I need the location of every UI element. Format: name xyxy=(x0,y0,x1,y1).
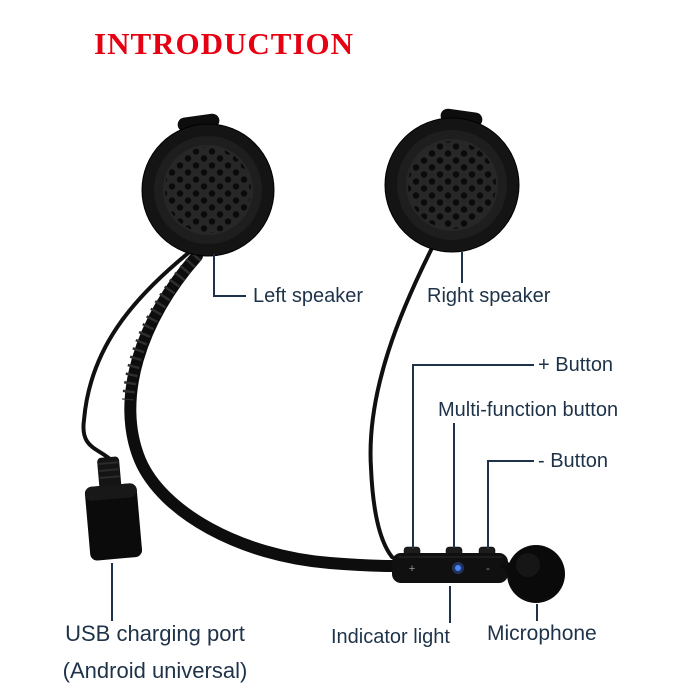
control-unit: + - xyxy=(392,546,508,583)
page-title: INTRODUCTION xyxy=(94,26,355,61)
usb-charging-port-label: USB charging port xyxy=(65,621,245,646)
right-speaker-wire xyxy=(368,246,434,559)
indicator-led xyxy=(455,565,461,571)
right-speaker-label: Right speaker xyxy=(427,285,551,307)
usb-charging-port-note: (Android universal) xyxy=(62,658,248,683)
plus-marking: + xyxy=(409,563,415,575)
minus-button-label: - Button xyxy=(538,450,609,472)
mic-foam xyxy=(507,545,565,603)
minus-marking: - xyxy=(486,563,490,575)
microphone-assembly xyxy=(500,545,565,603)
usb-plug xyxy=(84,456,143,561)
callout-plus-button xyxy=(412,364,534,549)
right-speaker xyxy=(384,108,520,253)
left-speaker xyxy=(141,113,275,257)
boom-gooseneck-texture xyxy=(122,251,202,401)
mic-foam-highlight xyxy=(516,553,540,577)
left-speaker-label: Left speaker xyxy=(253,285,364,307)
callout-left-speaker xyxy=(213,254,246,297)
plus-button-label: + Button xyxy=(538,354,614,376)
indicator-light-label: Indicator light xyxy=(331,626,450,648)
left-speaker-wire xyxy=(81,248,194,462)
callout-minus-button xyxy=(487,460,534,549)
multi-function-button-label: Multi-function button xyxy=(438,399,619,421)
microphone-label: Microphone xyxy=(487,622,597,645)
